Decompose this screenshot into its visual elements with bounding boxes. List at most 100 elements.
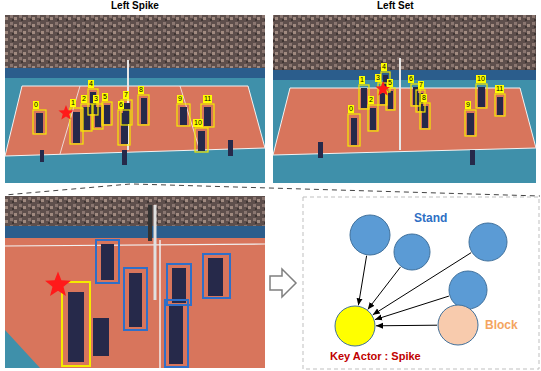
photo-left-spike xyxy=(5,15,265,183)
node-label: Key Actor : Spike xyxy=(330,350,421,363)
block-arrow xyxy=(270,269,296,297)
callout-number: 6 xyxy=(118,101,124,109)
zoom-lines-part xyxy=(134,184,540,196)
photo-left-spike-part-part xyxy=(204,107,211,126)
connector-arrow xyxy=(375,296,449,320)
photo-left-set-part-part xyxy=(368,105,378,131)
photo-left-spike-part xyxy=(5,15,265,183)
photo-left-spike-part-part xyxy=(228,140,233,156)
node-circle xyxy=(438,305,478,345)
photo-left-spike-part xyxy=(58,105,73,119)
callout-number: 8 xyxy=(138,86,144,94)
photo-left-spike-part-part xyxy=(104,105,110,124)
graph-node xyxy=(349,214,391,256)
graph-node xyxy=(448,270,488,310)
photo-left-spike-part-part xyxy=(201,104,214,127)
photo-left-spike-part xyxy=(5,68,265,78)
photo-left-set-part xyxy=(273,88,536,155)
callout-number: 2 xyxy=(368,96,374,104)
callout-number: 5 xyxy=(387,79,393,87)
photo-zoom-part-part xyxy=(208,258,223,296)
photo-left-set-part-part xyxy=(361,88,367,108)
photo-zoom-part xyxy=(68,244,223,364)
photo-left-set-part xyxy=(348,72,505,146)
photo-zoom-part-part xyxy=(172,268,186,303)
node-shape xyxy=(468,222,508,262)
photo-left-spike-part xyxy=(5,86,265,156)
photo-zoom-part-part xyxy=(167,264,191,305)
graph-node: Stand xyxy=(393,233,431,271)
photo-zoom-part-part xyxy=(101,244,114,280)
photo-zoom-part-part xyxy=(169,304,183,364)
photo-left-set-part xyxy=(318,75,503,165)
zoom-lines xyxy=(5,184,540,196)
photo-left-set-part xyxy=(273,80,536,183)
photo-left-set-part xyxy=(273,70,536,80)
node-shape xyxy=(437,304,479,346)
callout-number: 4 xyxy=(88,80,94,88)
photo-zoom-part-part xyxy=(203,254,230,298)
panel-title: Left Set xyxy=(377,0,414,12)
node-circle xyxy=(449,271,487,309)
photo-left-spike-part xyxy=(5,78,265,183)
photo-zoom xyxy=(5,196,265,368)
photo-left-set-part-part xyxy=(370,108,376,130)
photo-left-set-part-part xyxy=(386,88,395,110)
photo-left-spike-part-part xyxy=(88,89,98,115)
photo-zoom-part-part xyxy=(124,268,147,330)
zoom-lines-part xyxy=(5,184,130,195)
node-shape xyxy=(334,305,376,347)
callout-number: 11 xyxy=(203,95,212,103)
photo-left-spike-part-part xyxy=(177,104,190,126)
photo-left-spike-part-part xyxy=(122,150,127,165)
photo-left-spike-part-part xyxy=(123,103,130,124)
callout-number: 9 xyxy=(465,101,471,109)
photo-left-set-part xyxy=(273,15,536,183)
graph-panel xyxy=(303,197,539,369)
photo-zoom-part xyxy=(96,240,230,367)
callout-number: 6 xyxy=(408,75,414,83)
photo-left-set-part-part xyxy=(318,142,323,158)
photo-left-set-part-part xyxy=(465,110,476,136)
graph-node: Key Actor : Spike xyxy=(334,305,376,347)
photo-left-spike-part xyxy=(33,89,214,152)
photo-zoom-part xyxy=(159,240,161,368)
photo-left-set xyxy=(273,15,536,183)
callout-number: 3 xyxy=(375,74,381,82)
callout-number: 0 xyxy=(348,105,354,113)
callout-number: 3 xyxy=(93,95,99,103)
node-shape xyxy=(349,214,391,256)
node-shape xyxy=(448,270,488,310)
node-circle xyxy=(394,234,430,270)
node-circle xyxy=(350,215,390,255)
callout-number: 10 xyxy=(193,119,203,127)
photo-left-spike-part-part xyxy=(81,104,92,131)
callout-number: 10 xyxy=(476,75,486,83)
callout-number: 8 xyxy=(421,94,427,102)
node-label: Stand xyxy=(414,211,447,225)
photo-left-set-part xyxy=(399,58,401,150)
connector-arrow xyxy=(376,325,437,327)
photo-left-spike-part xyxy=(36,92,233,165)
photo-left-set-part-part xyxy=(497,97,503,115)
panel-title: Left Spike xyxy=(111,0,159,12)
photo-zoom-part xyxy=(148,205,152,241)
callout-number: 4 xyxy=(381,63,387,71)
callout-number: 2 xyxy=(81,95,87,103)
photo-zoom-part-part xyxy=(96,240,119,283)
graph-node: Block xyxy=(437,304,479,346)
photo-left-spike-part-part xyxy=(33,110,46,134)
photo-left-spike-part-part xyxy=(102,102,112,125)
photo-zoom-part xyxy=(154,205,157,300)
photo-left-set-part-part xyxy=(420,103,430,129)
photo-left-spike-part-part xyxy=(40,150,44,162)
photo-left-spike-part xyxy=(5,86,265,156)
photo-zoom-part-part xyxy=(165,300,188,367)
callout-number: 0 xyxy=(33,101,39,109)
photo-left-spike-part-part xyxy=(138,95,149,125)
photo-zoom-part xyxy=(5,330,40,368)
photo-zoom-part xyxy=(5,244,265,246)
callout-number: 1 xyxy=(359,76,365,84)
photo-left-set-part xyxy=(273,88,536,155)
connector-arrow xyxy=(368,267,401,309)
